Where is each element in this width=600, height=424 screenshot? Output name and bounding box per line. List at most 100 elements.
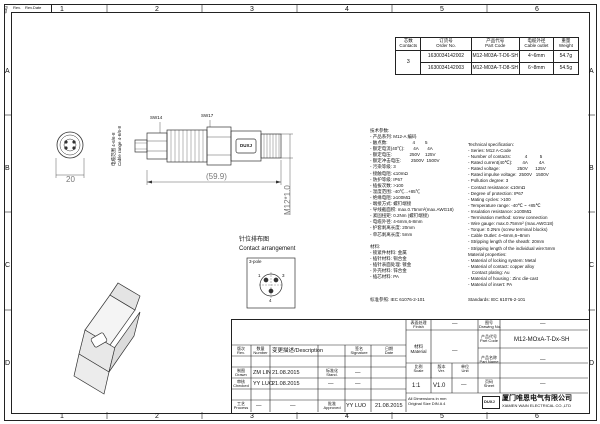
order-row2-weight: 54.5g (552, 62, 580, 75)
spec-en-line: - Stripping length of the individual wir… (468, 245, 556, 251)
spec-cn-line: - 污染等级: 3 (370, 164, 396, 170)
dim-diameter: 20 (66, 175, 75, 184)
zone-top-3: 3 (250, 6, 254, 13)
logo-text: DUXJ (484, 399, 495, 404)
order-row2-part: M12-M03A-T-D8-SH (470, 62, 520, 75)
zone-bottom-6: 6 (535, 413, 539, 420)
tb-sheet-value: — (540, 381, 546, 387)
contact-arrangement-title-en: Contact arrangement (239, 246, 296, 252)
corner-rev-2: Rev.Date (25, 5, 42, 10)
tb-unit-value: — (461, 382, 467, 388)
spec-cn-title: 技术参数: (370, 128, 390, 133)
corner-revision-box: Rev. (4, 4, 11, 34)
spec-en-line: - Rated impulse voltage: 2500V 1500V (468, 172, 549, 178)
zone-bottom-4: 4 (345, 413, 349, 420)
tb-finish-value: — (452, 321, 458, 327)
tb-approved-date: 21.08.2015 (375, 403, 403, 409)
tb-checked-name: YY LUO (253, 381, 274, 387)
label-sw17: SW17 (201, 113, 214, 118)
spec-cn-line: - 防护等级: IP67 (370, 176, 403, 182)
spec-cn-line: - 外壳材料: 锌合金 (370, 268, 407, 274)
tb-drawn-name: ZM LIN (253, 370, 272, 376)
spec-en-line: - Stripping length of the sheath: 20mm (468, 239, 545, 245)
spec-cn-line: - 额定电压: 250V 125V (370, 152, 436, 158)
spec-en-lines: - Series: M12 A-Code- Number of contacts… (468, 148, 588, 288)
spec-cn-line: - 单芯剥离长度: 5mm (370, 231, 413, 237)
zone-right-c: C (589, 262, 595, 269)
company-name-cn: 厦门唯恩电气有限公司 (502, 395, 572, 402)
spec-cn-lines: - 产品系列: M12-A 编码- 触点数: 4 5- 额定电流(40℃): 4… (370, 134, 465, 280)
spec-cn-line: - 插拔次数: >100 (370, 182, 404, 188)
tb-part-code-value: M12-MOxA-T-Dx-SH (514, 337, 570, 343)
spec-en-line: - Rated current(40℃): 4A 4A (468, 160, 545, 166)
spec-en-line: Contact plating: Au (468, 269, 510, 275)
spec-en-line: - Contact resistance: ≤10mΩ (468, 184, 526, 190)
tb-stand-value: — (355, 370, 361, 376)
spec-cn-line: - 温度范围: -40℃...+85℃ (370, 188, 421, 194)
spec-en-line: - Temperature range: -40℃ ~ +85℃ (468, 202, 541, 208)
spec-en-line: - Material of insert: PA (468, 282, 513, 288)
spec-cn-line: - 绝缘电阻: ≥100MΩ (370, 194, 411, 200)
spec-en-line: - Material of locking system: Metal (468, 257, 537, 263)
company-logo: DUXJ (482, 396, 500, 409)
spec-cn-line: - 插芯材料: PA (370, 274, 399, 280)
spec-cn-line: - 插针材料: 铜合金 (370, 255, 407, 261)
spec-en-line: - Mating cycles: >100 (468, 196, 511, 202)
zone-left-c: C (5, 262, 11, 269)
spec-cn-line: - 接触电阻: ≤10mΩ (370, 170, 408, 176)
spec-en-title: Technical specification: (468, 142, 515, 147)
spec-en-line: - Insulation resistance: ≥100MΩ (468, 208, 532, 214)
company-name-en: XIAMEN WAIN ELECTRICAL CO.,LTD (502, 403, 571, 408)
spec-en-line: - Series: M12 A-Code (468, 148, 512, 153)
zone-top-4: 4 (345, 6, 349, 13)
spec-cn-line: - 产品系列: M12-A 编码 (370, 134, 417, 139)
spec-en-line: - Termination method: screw connection (468, 215, 548, 221)
tb-drawn-date: 21.08.2015 (272, 370, 300, 376)
spec-english: Technical specification: - Series: M12 A… (468, 142, 588, 288)
zone-left-b: B (5, 165, 10, 172)
corner-label: Rev. (4, 6, 9, 14)
tb-checked-dash-2: — (355, 381, 361, 387)
tb-process-value: — (256, 403, 262, 409)
drawing-border (4, 4, 597, 421)
spec-cn-line: - 插针表面处理: 镀金 (370, 261, 412, 267)
tb-part-name-value: — (540, 357, 546, 363)
spec-en-line: - Wire gauge: max.0.75mm² (max.AWG18) (468, 221, 554, 227)
tb-process-date: — (290, 403, 296, 409)
spec-cn-line: - 电缆外径: 4-6mm,6-8mm (370, 219, 423, 225)
spec-en-line: Material properties: (468, 251, 507, 257)
pin-1-label: 1 (258, 273, 261, 278)
contact-arrangement-diagram (246, 257, 296, 309)
spec-en-line: - Degree of protection: IP67 (468, 190, 524, 196)
spec-cn-line: - 额定电流(40℃): 4A 4A (370, 146, 433, 152)
contact-arrangement-title-cn: 针位排布图 (239, 237, 270, 243)
tb-checked-date: 21.08.2015 (272, 381, 300, 387)
tb-scale-value: 1:1 (412, 383, 421, 389)
zone-bottom-1: 1 (60, 413, 64, 420)
spec-en-line: - Rated voltage: 250V 125V (468, 166, 546, 172)
spec-en-line: - Torque: 0.2Nm (screw terminal blocks) (468, 227, 548, 233)
zone-right-a: A (589, 68, 594, 75)
contact-pole-label: 3-pole (249, 259, 262, 264)
tb-material-value: — (452, 348, 458, 354)
zone-top-1: 1 (60, 6, 64, 13)
isometric-connector (73, 282, 141, 395)
brand-mark: DUXJ (240, 143, 253, 148)
zone-right-d: D (589, 360, 595, 367)
pin-3-label: 3 (282, 273, 285, 278)
zone-right-b: B (589, 165, 594, 172)
